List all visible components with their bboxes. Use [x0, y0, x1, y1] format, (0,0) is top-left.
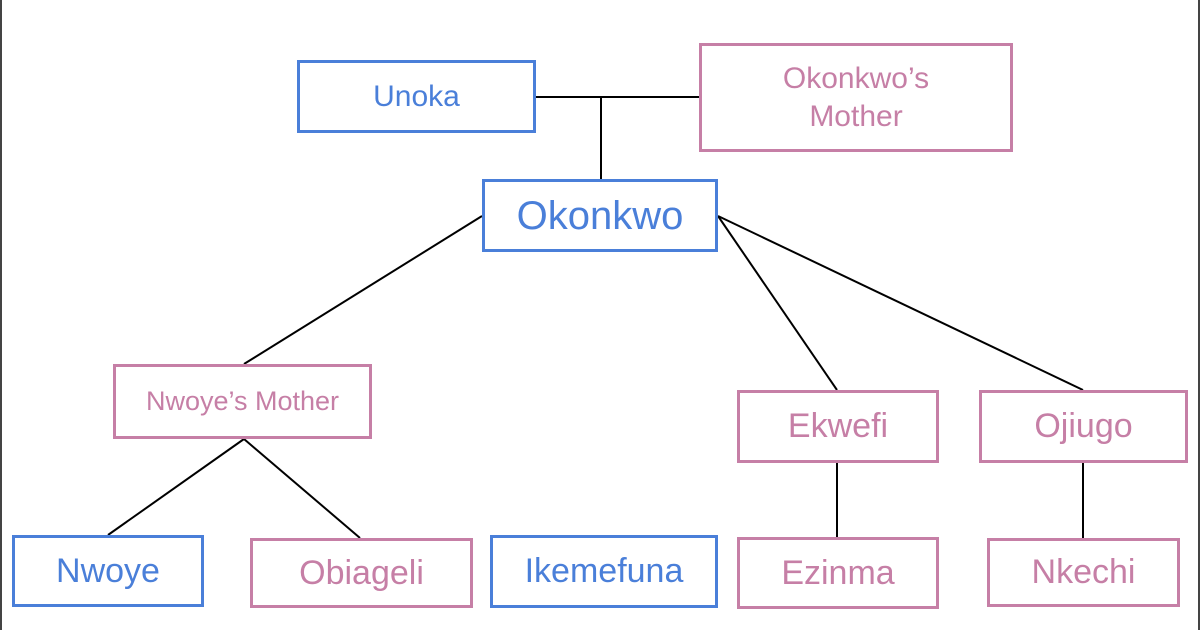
node-obiageli-label: Obiageli [299, 553, 424, 592]
node-ojiugo-label: Ojiugo [1034, 407, 1133, 446]
node-unoka-label: Unoka [373, 79, 460, 113]
link-nwoyes-mother-nwoye [107, 438, 245, 536]
node-ojiugo: Ojiugo [979, 390, 1188, 463]
node-ekwefi: Ekwefi [737, 390, 939, 463]
node-ezinma: Ezinma [737, 537, 939, 609]
node-okonkwos-mother-label: Okonkwo’s Mother [782, 62, 930, 133]
node-nwoye: Nwoye [12, 535, 204, 607]
node-nkechi: Nkechi [987, 538, 1180, 607]
node-nwoyes-mother-label: Nwoye’s Mother [145, 385, 340, 416]
link-okonkwo-nwoyes-mother [243, 215, 483, 365]
node-nkechi-label: Nkechi [1031, 553, 1136, 592]
node-nwoye-label: Nwoye [56, 551, 160, 590]
node-obiageli: Obiageli [250, 538, 473, 608]
node-okonkwos-mother: Okonkwo’s Mother [699, 43, 1013, 152]
link-nwoyes-mother-obiageli [243, 438, 361, 539]
link-okonkwo-ekwefi [717, 215, 838, 391]
node-okonkwo-label: Okonkwo [516, 193, 684, 238]
node-ikemefuna-label: Ikemefuna [524, 552, 684, 591]
node-ekwefi-label: Ekwefi [787, 407, 889, 446]
node-ezinma-label: Ezinma [781, 553, 895, 592]
link-okonkwo-ojiugo [717, 215, 1084, 391]
node-unoka: Unoka [297, 60, 536, 133]
node-nwoyes-mother: Nwoye’s Mother [113, 364, 372, 439]
node-okonkwo: Okonkwo [482, 179, 718, 252]
node-ikemefuna: Ikemefuna [490, 535, 718, 608]
